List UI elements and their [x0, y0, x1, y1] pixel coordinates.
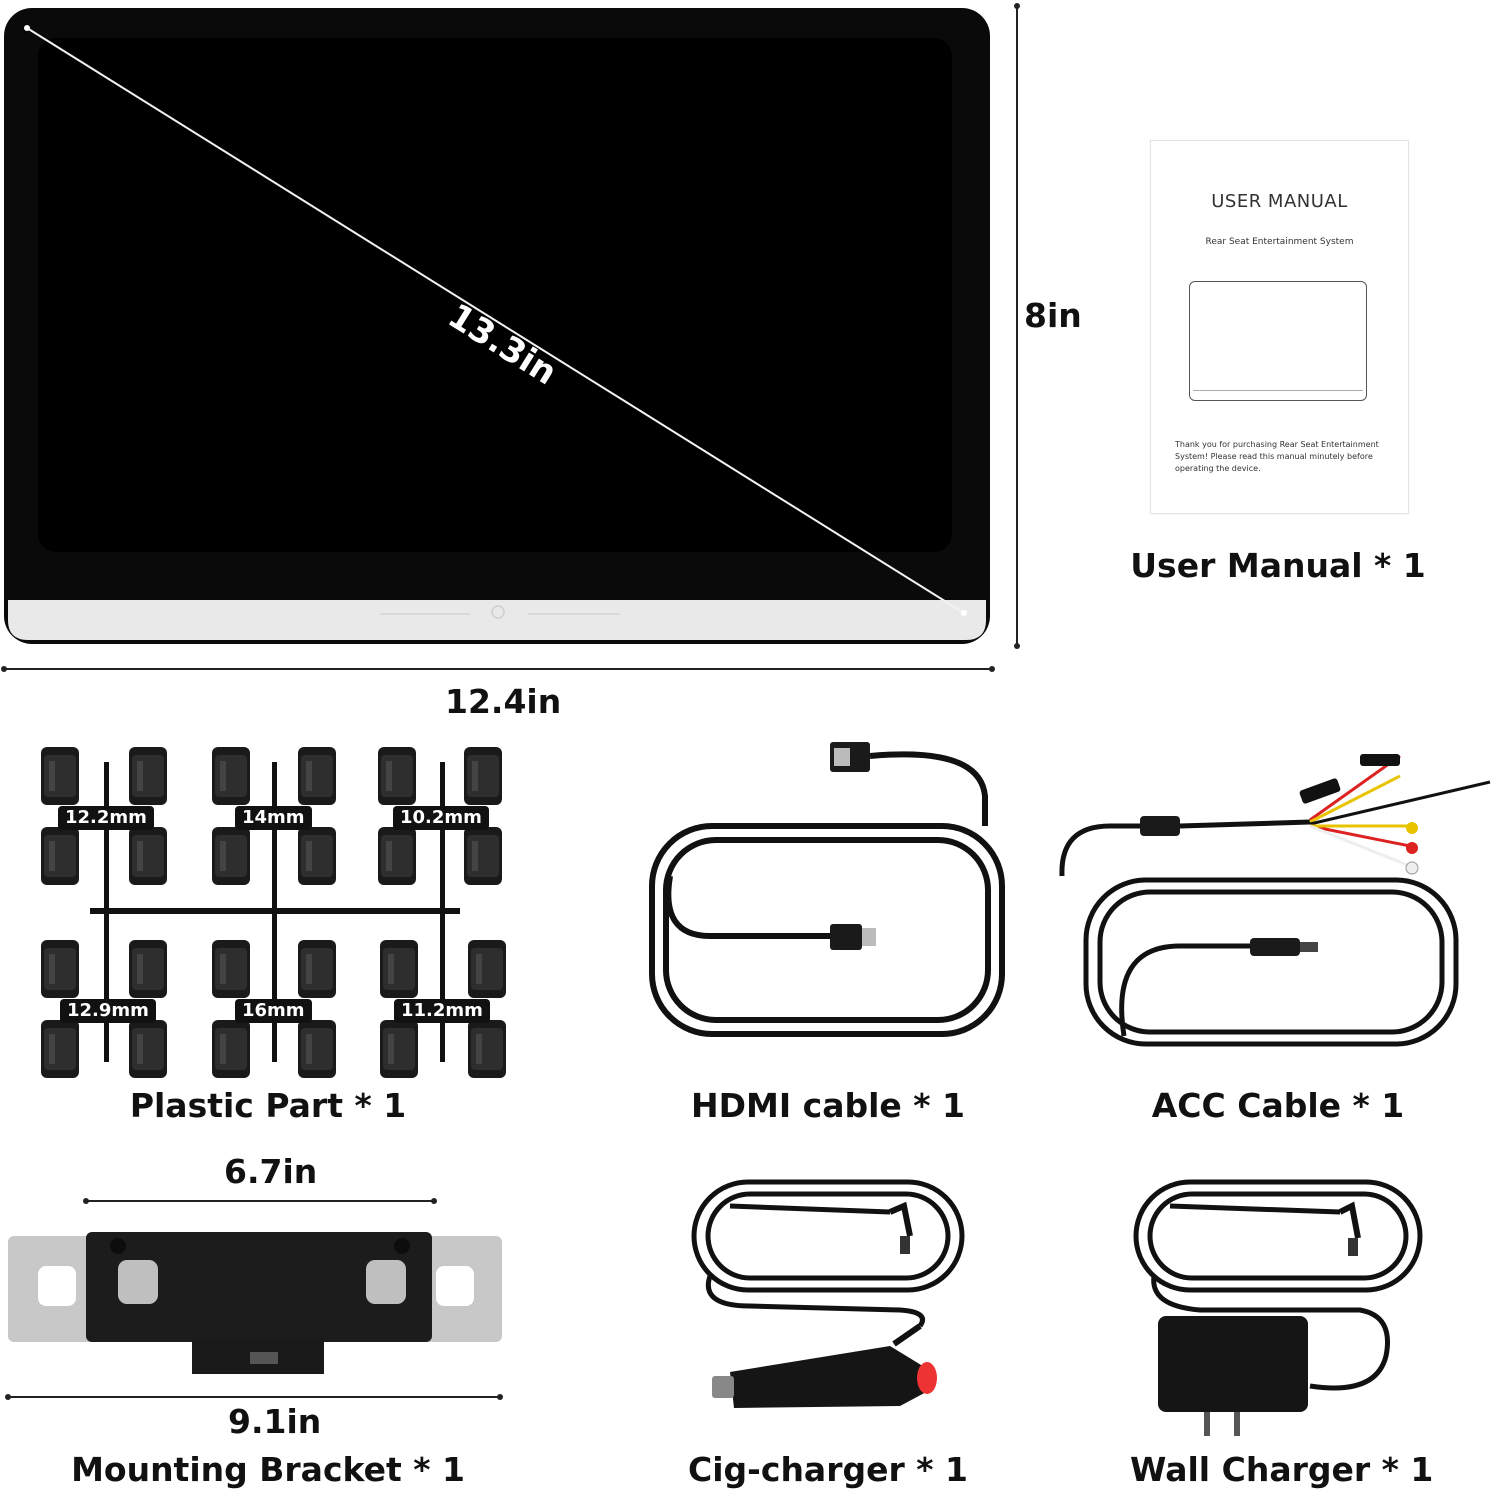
monitor-illustration: [4, 8, 990, 644]
hdmi-cable-label: HDMI cable * 1: [691, 1086, 965, 1125]
mounting-bracket-label: Mounting Bracket * 1: [71, 1450, 465, 1489]
monitor-height-label: 8in: [1024, 296, 1082, 335]
plastic-size-12-2mm: 12.2mm: [58, 806, 154, 830]
cig-charger-label: Cig-charger * 1: [688, 1450, 968, 1489]
plastic-part-label: Plastic Part * 1: [129, 1086, 407, 1125]
user-manual-booklet: USER MANUAL Rear Seat Entertainment Syst…: [1150, 140, 1409, 514]
bracket-outer-width-label: 9.1in: [228, 1402, 322, 1441]
wall-charger-illustration: [1133, 1179, 1423, 1436]
acc-cable-illustration: [1059, 754, 1491, 1047]
plastic-part-illustration: [41, 747, 506, 1078]
cig-charger-illustration: [691, 1179, 965, 1408]
manual-title: USER MANUAL: [1211, 191, 1348, 212]
manual-subtitle: Rear Seat Entertainment System: [1205, 237, 1354, 247]
plastic-size-10-2mm: 10.2mm: [393, 806, 489, 830]
bracket-inner-dimension-line: [83, 1198, 437, 1204]
manual-note: Thank you for purchasing Rear Seat Enter…: [1175, 440, 1379, 473]
bracket-inner-width-label: 6.7in: [224, 1152, 318, 1191]
monitor-width-label: 12.4in: [445, 682, 562, 721]
hdmi-cable-illustration: [649, 742, 1005, 1037]
bracket-outer-dimension-line: [5, 1394, 503, 1400]
height-dimension-line: [1014, 3, 1020, 649]
plastic-size-11-2mm: 11.2mm: [394, 999, 490, 1023]
plastic-size-16mm: 16mm: [235, 999, 312, 1023]
width-dimension-line: [1, 666, 995, 672]
manual-monitor-drawing: [1189, 281, 1367, 401]
user-manual-label: User Manual * 1: [1130, 546, 1426, 585]
plastic-size-12-9mm: 12.9mm: [60, 999, 156, 1023]
acc-cable-label: ACC Cable * 1: [1151, 1086, 1405, 1125]
plastic-size-14mm: 14mm: [235, 806, 312, 830]
mounting-bracket-illustration: [8, 1232, 502, 1374]
wall-charger-label: Wall Charger * 1: [1130, 1450, 1434, 1489]
